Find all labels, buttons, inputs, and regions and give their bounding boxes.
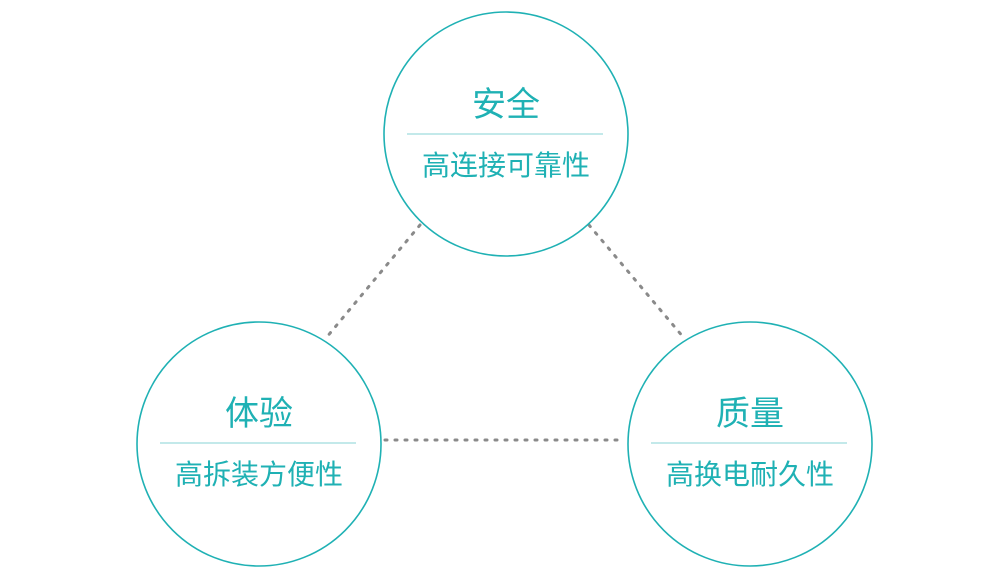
connector-safety-experience: [324, 223, 422, 340]
node-title: 质量: [716, 394, 784, 434]
connector-safety-quality: [587, 223, 686, 340]
node-subtitle: 高换电耐久性: [666, 458, 834, 491]
node-title: 体验: [225, 394, 293, 434]
node-safety: 安全 高连接可靠性: [383, 11, 629, 257]
node-subtitle: 高连接可靠性: [422, 149, 590, 182]
node-title: 安全: [472, 85, 540, 125]
node-quality: 质量 高换电耐久性: [627, 321, 873, 567]
node-circle: [136, 321, 382, 567]
node-experience: 体验 高拆装方便性: [136, 321, 382, 567]
node-subtitle: 高拆装方便性: [175, 458, 343, 491]
node-circle: [627, 321, 873, 567]
